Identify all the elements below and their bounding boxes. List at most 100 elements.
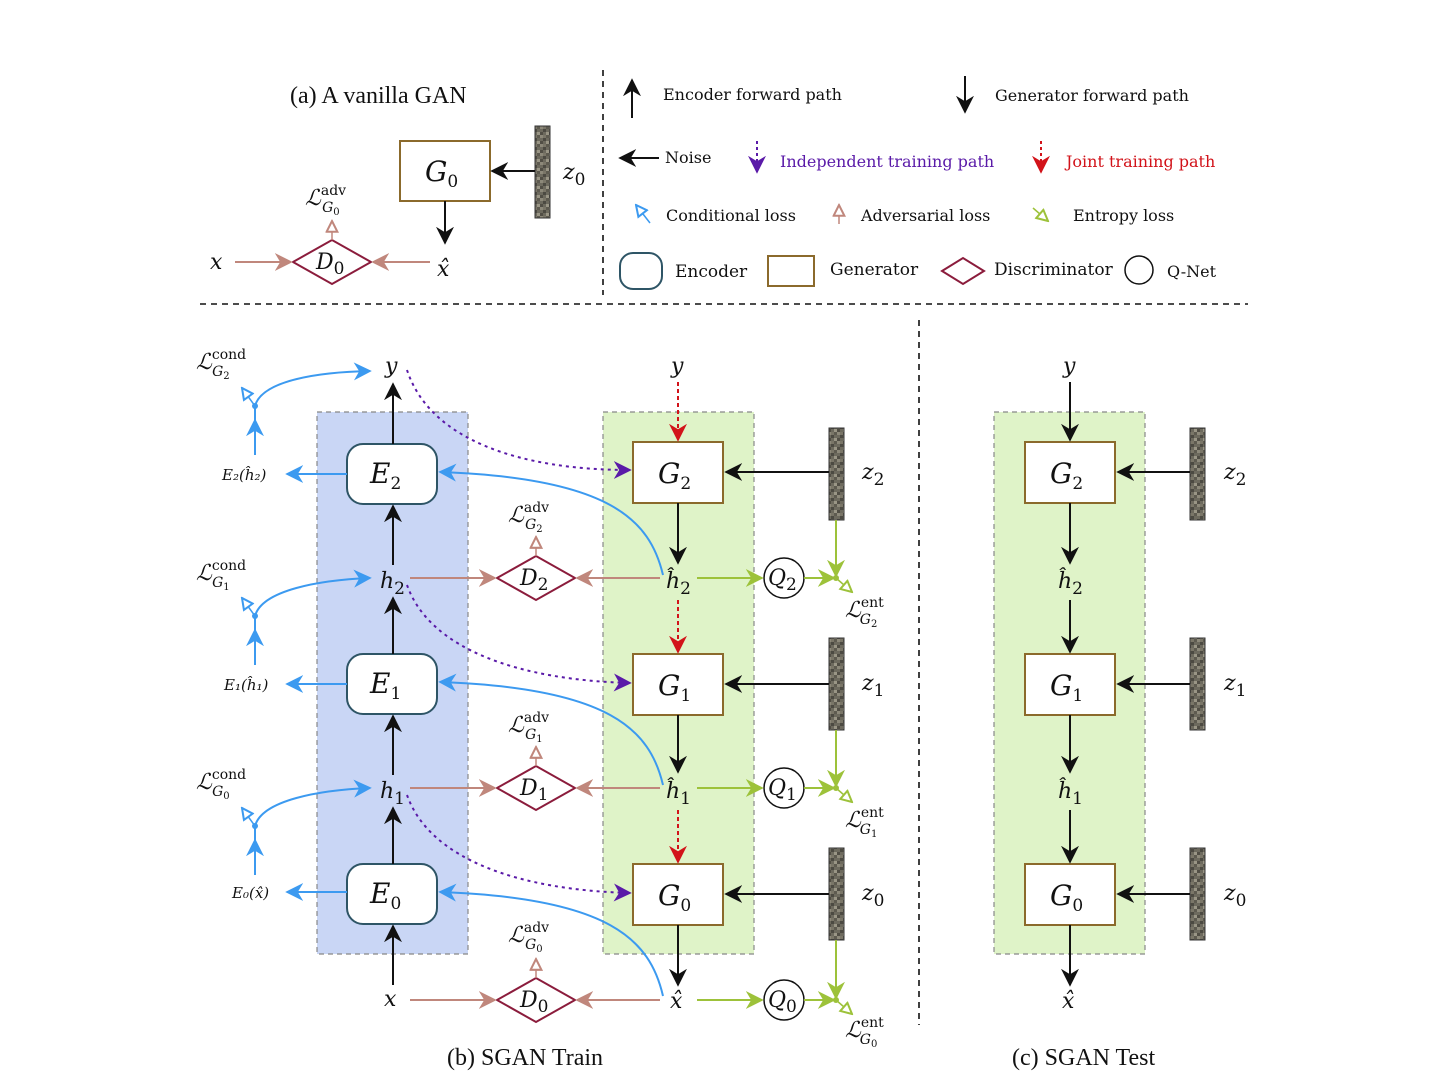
train-xhat-label: x̂ [670, 989, 683, 1014]
e2-output-label: E₂(ĥ₂) [221, 466, 266, 484]
vanilla-z-label: z0 [562, 160, 585, 190]
test-caption: (c) SGAN Test [1012, 1045, 1156, 1071]
q0-label: Q0 [768, 988, 797, 1017]
encoder-shape-icon [619, 252, 663, 290]
ent2-loss-arrow [835, 577, 852, 592]
ent0-loss-arrow [835, 999, 852, 1014]
e1-output-label: E₁(ĥ₁) [223, 676, 268, 694]
generator-1-label: G1 [658, 669, 691, 706]
d2-label: D2 [519, 566, 548, 595]
sgan-test-panel: G2 G1 G0 y ĥ2 ĥ1 x̂ z2 z1 z0 (c) SGAN Te… [993, 354, 1246, 1071]
generator-box-0 [632, 863, 724, 926]
train-y-left: y [384, 354, 398, 379]
test-noise-bar-1 [1189, 637, 1206, 731]
train-h1-label: h1 [380, 779, 405, 809]
vanilla-generator-box [399, 140, 491, 202]
vanilla-discriminator [290, 238, 374, 286]
cond0-loss-arrow [242, 808, 256, 827]
legend-entropy: Entropy loss [1073, 206, 1174, 225]
legend-adversarial: Adversarial loss [860, 206, 990, 225]
test-g0-label: G0 [1050, 879, 1083, 916]
legend-conditional: Conditional loss [666, 206, 796, 225]
legend-encoder: Encoder [675, 262, 748, 282]
train-caption: (b) SGAN Train [447, 1045, 603, 1071]
test-y-label: y [1062, 354, 1076, 379]
h2hat-to-e2-curve [438, 463, 664, 576]
test-noise-bar-2 [1189, 427, 1206, 521]
train-x-label: x [384, 987, 397, 1012]
discriminator-2 [494, 554, 578, 602]
train-noise-bar-1 [828, 637, 845, 731]
ent1-loss-arrow [835, 787, 852, 802]
test-generator-box-1 [1024, 653, 1116, 716]
train-z1-label: z1 [861, 671, 884, 701]
discriminator-shape-icon [940, 256, 986, 286]
q1-label: Q1 [768, 776, 797, 805]
d1-label: D1 [519, 776, 548, 805]
sgan-train-panel: E2 E1 E0 y h2 h1 x G2 G1 G0 y ĥ2 ĥ1 x̂ [196, 347, 884, 1071]
q2-label: Q2 [768, 566, 797, 595]
generator-2-label: G2 [658, 457, 691, 494]
test-g1-label: G1 [1050, 669, 1083, 706]
d0-label: D0 [519, 988, 548, 1017]
test-xhat-label: x̂ [1062, 989, 1075, 1014]
cond1-curve [254, 569, 372, 617]
train-noise-bar-0 [828, 847, 845, 941]
train-z0-label: z0 [861, 881, 884, 911]
test-z2-label: z2 [1223, 460, 1246, 490]
discriminator-1 [494, 764, 578, 812]
qnet-shape-icon [1124, 255, 1154, 285]
encoder-2-label: E2 [369, 457, 401, 494]
train-h2-label: h2 [380, 569, 405, 599]
e0-output-label: E₀(x̂) [231, 884, 269, 902]
legend-joint: Joint training path [1064, 152, 1215, 171]
test-generator-box-0 [1024, 863, 1116, 926]
test-generator-box-2 [1024, 441, 1116, 504]
encoder-1-label: E1 [369, 667, 401, 704]
entropy-loss-icon [1032, 207, 1048, 221]
legend: Encoder forward path Generator forward p… [618, 76, 1217, 290]
legend-independent: Independent training path [780, 152, 994, 171]
vanilla-x-label: x [210, 250, 223, 275]
test-h1hat-label: ĥ1 [1058, 777, 1083, 809]
vanilla-caption: (a) A vanilla GAN [290, 83, 467, 109]
cond2-curve [254, 362, 372, 407]
cond0-curve [254, 779, 372, 827]
test-noise-bar-0 [1189, 847, 1206, 941]
encoder-0-label: E0 [369, 877, 401, 914]
test-g2-label: G2 [1050, 457, 1083, 494]
generator-shape-icon [767, 255, 815, 287]
conditional-loss-icon [636, 205, 651, 224]
train-noise-bar-2 [828, 427, 845, 521]
legend-generator-path: Generator forward path [995, 86, 1189, 105]
legend-discriminator: Discriminator [994, 260, 1114, 280]
vanilla-noise-bar [534, 125, 551, 219]
test-z1-label: z1 [1223, 671, 1246, 701]
test-h2hat-label: ĥ2 [1058, 567, 1083, 599]
generator-0-label: G0 [658, 879, 691, 916]
train-y-right: y [670, 354, 684, 379]
cond2-loss-arrow [242, 388, 256, 407]
generator-box-1 [632, 653, 724, 716]
xhat-to-e0-curve [438, 883, 664, 997]
train-h1hat-label: ĥ1 [666, 777, 691, 809]
h1hat-to-e1-curve [438, 673, 664, 786]
legend-generator: Generator [830, 260, 919, 280]
discriminator-0 [494, 976, 578, 1024]
vanilla-xhat-label: x̂ [437, 257, 450, 282]
train-z2-label: z2 [861, 460, 884, 490]
vanilla-d-label: D0 [315, 250, 344, 279]
legend-noise: Noise [665, 148, 711, 167]
